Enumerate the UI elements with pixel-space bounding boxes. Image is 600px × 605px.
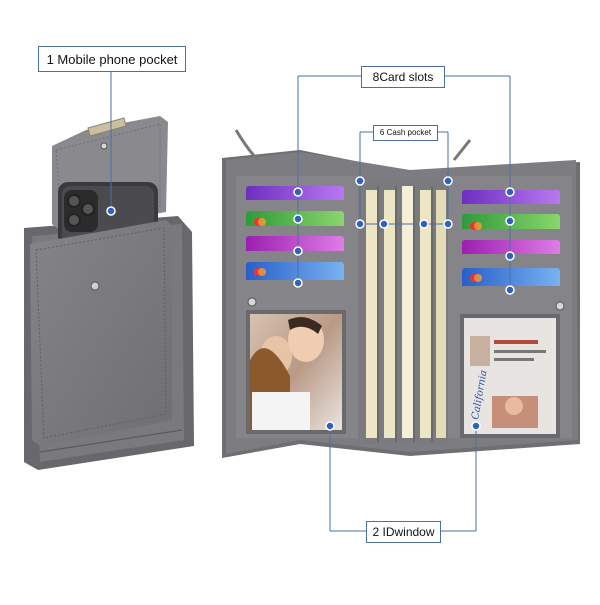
id-window: California bbox=[460, 314, 560, 438]
mobile-phone-pocket-callout: 1 Mobile phone pocket bbox=[38, 46, 186, 72]
phone-wallet bbox=[24, 116, 194, 470]
open-wallet: California bbox=[222, 129, 580, 458]
callout-markers bbox=[106, 176, 515, 431]
id-window-label: 2 IDwindow bbox=[372, 525, 435, 539]
card-slots-callout: 8Card slots bbox=[361, 66, 445, 88]
card-slots-label: 8Card slots bbox=[372, 70, 434, 84]
left-card-slots bbox=[244, 186, 348, 292]
right-card-slots bbox=[460, 190, 564, 298]
cash-pocket-label: 6 Cash pocket bbox=[379, 128, 432, 137]
id-window-callout: 2 IDwindow bbox=[366, 521, 441, 543]
photo-window bbox=[246, 310, 346, 434]
cash-pocket-callout: 6 Cash pocket bbox=[373, 125, 438, 141]
mobile-phone-pocket-label: 1 Mobile phone pocket bbox=[46, 51, 178, 67]
